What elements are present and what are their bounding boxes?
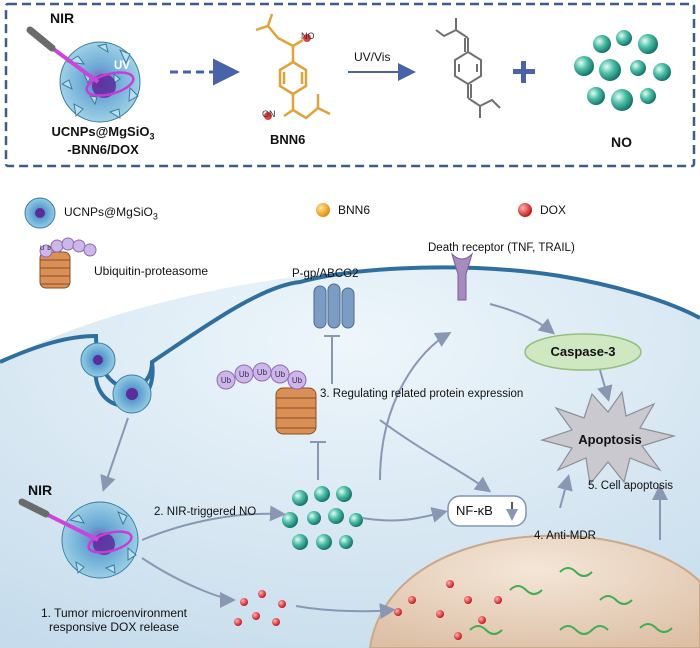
caspase-3-label: Caspase-3 xyxy=(550,344,616,359)
legend-ucnp-label: UCNPs@MgSiO3 xyxy=(64,205,158,222)
proteasome-in-cell xyxy=(275,387,317,435)
regulating-label: 3. Regulating related protein expression xyxy=(320,388,524,400)
legend-bnn6-label: BNN6 xyxy=(338,203,371,217)
dna-strands xyxy=(469,567,673,635)
top-nanoparticle xyxy=(59,41,141,123)
apoptosis-label: Apoptosis xyxy=(578,432,642,447)
no-product-cluster xyxy=(574,30,671,111)
nfkb-label: NF-κB xyxy=(456,503,493,518)
quinone-diimine-molecule xyxy=(435,18,501,118)
nanoparticle-outside xyxy=(80,342,116,378)
no-group-bottom-label: ON xyxy=(262,109,276,119)
no-group-bottom-icon xyxy=(264,112,272,120)
legend-bnn6-icon xyxy=(316,203,330,217)
nir-laser-probe-top xyxy=(26,26,100,84)
nir-label-top: NIR xyxy=(50,10,75,26)
nir-label-cell: NIR xyxy=(28,482,53,498)
death-receptor-label: Death receptor (TNF, TRAIL) xyxy=(428,242,575,254)
ub-bead-label: Ub xyxy=(257,368,268,377)
legend-ucnp-icon xyxy=(24,197,56,229)
no-product-label: NO xyxy=(611,134,632,150)
legend-ub-text: Ub xyxy=(40,246,54,252)
nanoparticle-formula-label: UCNPs@MgSiO3 -BNN6/DOX xyxy=(51,124,155,157)
legend-dox-label: DOX xyxy=(540,203,567,217)
bnn6-molecule xyxy=(255,13,331,120)
ub-bead-label: Ub xyxy=(275,370,286,379)
plus-sign xyxy=(513,61,535,83)
pgp-label: P-gp/ABCG2 xyxy=(292,268,359,280)
anti-mdr-label: 4. Anti-MDR xyxy=(534,530,596,542)
legend-ub-chain xyxy=(39,237,97,258)
pgp-transporter xyxy=(313,283,355,329)
bnn6-label: BNN6 xyxy=(270,132,306,147)
ub-bead-label: Ub xyxy=(221,376,232,385)
ub-chain-in-cell xyxy=(216,362,307,390)
reaction-condition-label: UV/Vis xyxy=(354,50,391,64)
apoptosis-burst xyxy=(539,390,677,486)
no-group-top-label: NO xyxy=(301,31,315,41)
uv-label: UV xyxy=(114,60,130,72)
nir-nanoparticle-in-cell xyxy=(61,501,139,579)
no-cluster-in-cell xyxy=(282,486,363,550)
reaction-panel-frame xyxy=(4,2,696,168)
caspase-3-node xyxy=(524,333,642,371)
legend-ubiquitin-label: Ubiquitin-proteasome xyxy=(94,264,209,278)
nir-triggered-label: 2. NIR-triggered NO xyxy=(154,506,257,518)
cell-membrane xyxy=(0,265,700,390)
inhibition-lines xyxy=(310,335,340,480)
pathway-arrows xyxy=(100,303,668,620)
ub-bead-label: Ub xyxy=(239,370,250,379)
legend-dox-icon xyxy=(518,203,532,217)
nucleus xyxy=(368,534,700,648)
cell-apoptosis-label: 5. Cell apoptosis xyxy=(588,480,674,492)
nanoparticle-endocytosed xyxy=(112,374,152,414)
legend-proteasome-icon xyxy=(39,251,71,289)
ub-bead-label: Ub xyxy=(292,376,303,385)
dox-released xyxy=(234,590,416,626)
death-receptor xyxy=(450,252,474,301)
dox-in-nucleus xyxy=(436,580,502,640)
nir-laser-probe-cell xyxy=(18,498,99,542)
no-group-top-icon xyxy=(303,34,311,42)
